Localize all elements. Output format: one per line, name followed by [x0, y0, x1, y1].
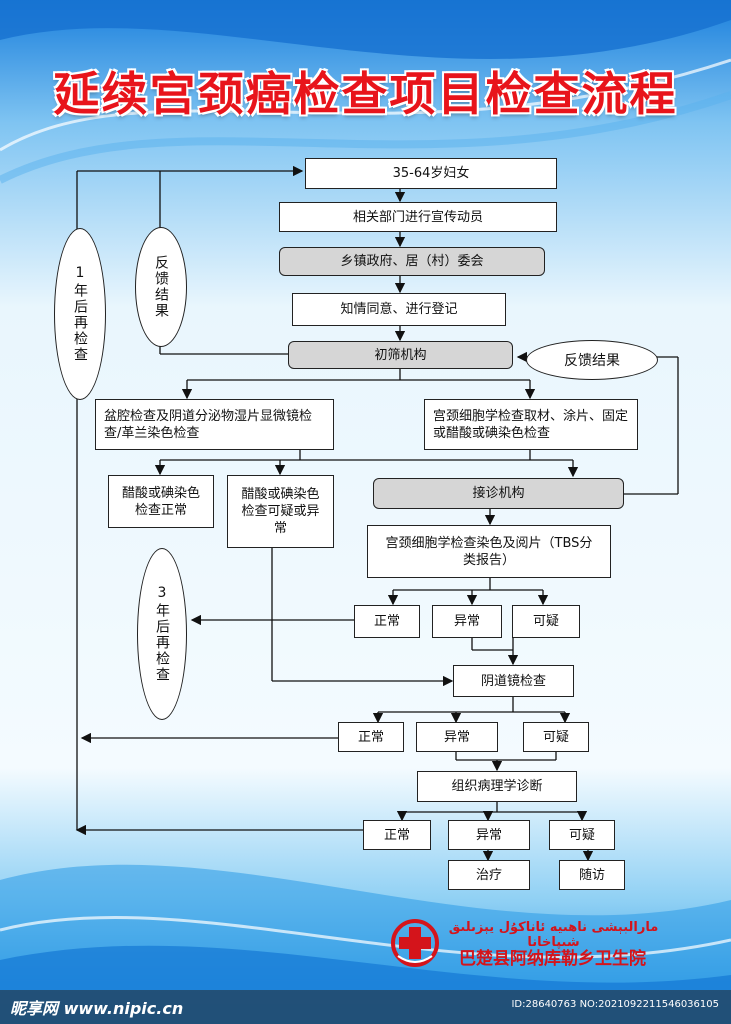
node-pathology-abnormal: 异常 — [448, 820, 530, 850]
node-mobilization: 相关部门进行宣传动员 — [279, 202, 557, 232]
oval-recheck-1-year: 1年后再检查 — [54, 228, 106, 400]
node-primary-screening: 初筛机构 — [288, 341, 513, 369]
watermark-site: 昵享网 www.nipic.cn — [10, 999, 184, 1018]
node-pathology-normal: 正常 — [363, 820, 431, 850]
node-referral-institution: 接诊机构 — [373, 478, 624, 509]
oval-recheck-3-year: 3年后再检查 — [137, 548, 187, 720]
logo-chinese-text: 巴楚县阿纳库勒乡卫生院 — [459, 949, 646, 969]
node-cytology-normal: 正常 — [354, 605, 420, 638]
oval-feedback-left: 反馈结果 — [135, 227, 187, 347]
node-township-government: 乡镇政府、居（村）委会 — [279, 247, 545, 276]
node-women-35-64: 35-64岁妇女 — [305, 158, 557, 189]
node-via-normal: 醋酸或碘染色检查正常 — [108, 475, 214, 528]
node-cytology-sampling: 宫颈细胞学检查取材、涂片、固定或醋酸或碘染色检查 — [424, 399, 638, 450]
node-followup: 随访 — [559, 860, 625, 890]
node-cytology-suspicious: 可疑 — [512, 605, 580, 638]
node-via-abnormal: 醋酸或碘染色检查可疑或异常 — [227, 475, 334, 548]
node-colposcopy-normal: 正常 — [338, 722, 404, 752]
oval-feedback-right: 反馈结果 — [526, 340, 658, 380]
node-cytology-reading: 宫颈细胞学检查染色及阅片（TBS分类报告） — [367, 525, 611, 578]
watermark-bar — [0, 990, 731, 1024]
oval-recheck-1-year-label: 1年后再检查 — [72, 265, 88, 363]
node-pathology: 组织病理学诊断 — [417, 771, 577, 802]
oval-feedback-left-label: 反馈结果 — [153, 255, 169, 319]
node-colposcopy: 阴道镜检查 — [453, 665, 574, 697]
node-colposcopy-suspicious: 可疑 — [523, 722, 589, 752]
node-cytology-abnormal: 异常 — [432, 605, 502, 638]
watermark-id: ID:28640763 NO:20210922115460361​05 — [511, 999, 719, 1010]
node-consent-registration: 知情同意、进行登记 — [292, 293, 506, 326]
node-pelvic-exam: 盆腔检查及阴道分泌物湿片显微镜检查/革兰染色检查 — [95, 399, 334, 450]
oval-recheck-3-year-label: 3年后再检查 — [154, 585, 170, 683]
node-colposcopy-abnormal: 异常 — [416, 722, 498, 752]
node-pathology-suspicious: 可疑 — [549, 820, 615, 850]
node-treatment: 治疗 — [448, 860, 530, 890]
page-title: 延续宫颈癌检查项目检查流程 — [53, 67, 678, 121]
logo-uyghur-text: مارالبېشى ناھىيە ئاناكۇل يېزىلىق شىپاخان… — [448, 920, 659, 950]
red-cross-hospital-icon — [391, 919, 439, 967]
